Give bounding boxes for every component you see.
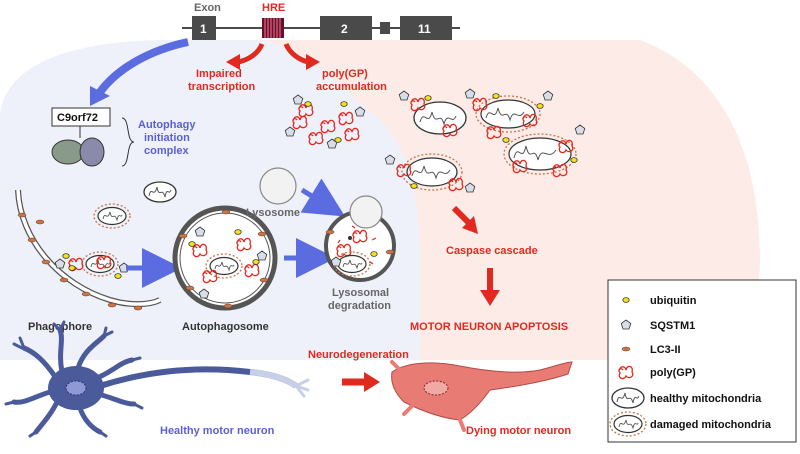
exon-2-box [320,16,372,40]
exon-1-number: 1 [200,22,207,36]
hre-label: HRE [262,2,285,14]
dying-motor-neuron-label: Dying motor neuron [466,425,571,437]
autophagy-complex-label-3: complex [144,145,190,157]
healthy-motor-neuron [4,320,310,438]
gene-structure: Exon HRE 1 2 11 [182,2,460,40]
neurodegeneration-label: Neurodegeneration [308,349,409,361]
ubiquitin-icon [622,297,630,303]
autophagosome-label: Autophagosome [182,321,269,333]
c9orf72-box [51,107,111,127]
exon-1-box [192,16,216,40]
legend-label-damaged-mito: damaged mitochondria [650,419,772,431]
legend-label-sqstm1: SQSTM1 [650,320,695,332]
complex-subunit-1 [51,139,85,165]
autolysosome [324,195,396,282]
polygp-accumulation-label-2: accumulation [316,81,387,93]
healthy-mitochondrion-free [143,181,177,203]
legend-label-healthy-mito: healthy mitochondria [650,393,762,405]
exon-small-box [380,22,390,34]
legend-label-lc3: LC3-II [650,344,681,356]
exon-label: Exon [194,2,221,14]
lysosomal-degradation-label-2: degradation [328,300,391,312]
impaired-transcription-label-1: Impaired [196,68,242,80]
lc3-icon [621,346,631,352]
c9orf72-label: C9orf72 [57,112,98,124]
polygp-accumulation-label-1: poly(GP) [322,68,368,80]
autophagy-complex-label-1: Autophagy [138,119,196,131]
phagophore [15,189,162,311]
lysosome [259,167,297,205]
exon-to-c9orf72-arrow [96,38,189,95]
autophagosome [172,205,278,311]
caspase-cascade-label: Caspase cascade [446,245,538,257]
mito-to-caspase-arrow [451,205,473,227]
legend-label-ubiquitin: ubiquitin [650,295,697,307]
lysosome-to-degradation-arrow [300,178,346,217]
exon-11-box [400,16,452,40]
legend-label-polygp: poly(GP) [650,367,696,379]
healthy-motor-neuron-label: Healthy motor neuron [160,425,275,437]
damaged-mitochondria-cluster [384,88,586,193]
lysosome-label: Lysosome [246,207,300,219]
healthy-mito-icon [611,387,645,409]
impaired-transcription-label-2: transcription [188,81,256,93]
dying-motor-neuron [390,360,573,432]
complex-bracket [121,117,135,167]
lysosomal-degradation-label-1: Lysosomal [332,287,389,299]
motor-neuron-apoptosis-label: MOTOR NEURON APOPTOSIS [410,321,568,333]
autophagy-complex-label-2: initiation [144,132,190,144]
legend: ubiquitin SQSTM1 LC3-II poly(GP) healthy… [607,279,797,443]
complex-subunit-2 [79,137,105,167]
hre-to-polygp-arrow [283,42,309,65]
exon-11-number: 11 [418,22,431,36]
exon-2-number: 2 [341,22,348,36]
hre-to-impaired-arrow [237,42,265,65]
